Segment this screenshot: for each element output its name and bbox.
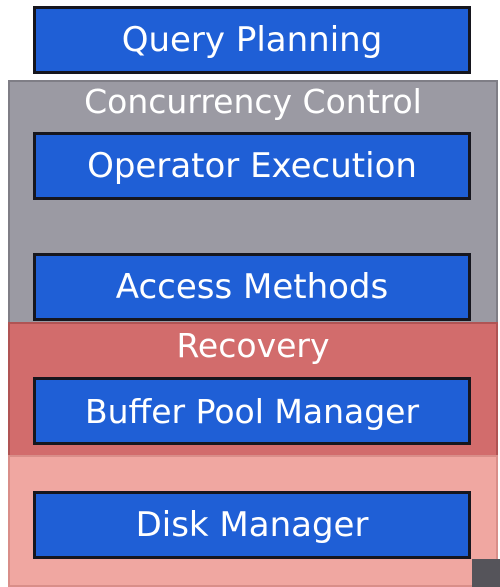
- query-planning-box: Query Planning: [33, 6, 471, 74]
- operator-execution-box: Operator Execution: [33, 132, 471, 200]
- buffer-pool-manager-box: Buffer Pool Manager: [33, 377, 471, 445]
- access-methods-box: Access Methods: [33, 253, 471, 321]
- concurrency-control-label: Concurrency Control: [84, 82, 422, 121]
- corner-shadow: [472, 559, 500, 587]
- recovery-label: Recovery: [176, 326, 330, 365]
- disk-manager-box: Disk Manager: [33, 491, 471, 559]
